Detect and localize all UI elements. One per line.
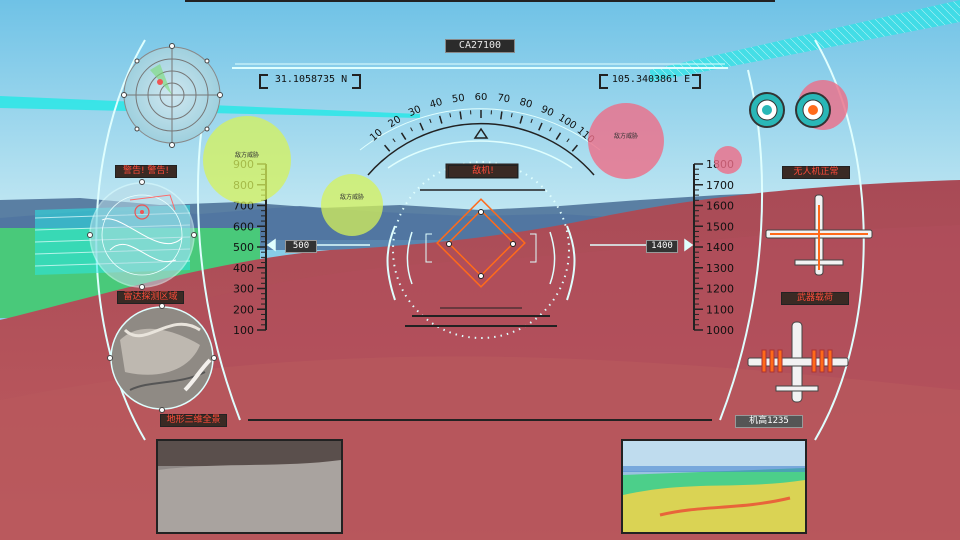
speed-value-box: 500 (285, 240, 317, 253)
compass-tick (400, 132, 407, 140)
compass-label: 80 (518, 97, 533, 111)
camera-view-left (156, 439, 343, 534)
altitude-pointer (590, 238, 694, 252)
ladder-label: 1200 (706, 283, 734, 296)
ladder-label: 1000 (706, 324, 734, 337)
compass-tick (555, 132, 562, 140)
enemy-alert-text: 敌机! (448, 165, 518, 178)
compass-label: 70 (497, 93, 511, 106)
aircraft-altitude-readout: 机高1235 (735, 415, 803, 428)
compass-minor-tick (449, 113, 452, 118)
speed-ladder: 900800700600500400300200100 (233, 158, 267, 337)
compass-minor-tick (549, 127, 552, 132)
ladder-label: 200 (233, 303, 254, 316)
compass-tick (438, 115, 443, 124)
longitude-readout: 105.3403861 E (611, 74, 691, 85)
weapon-payload-label: 武器载荷 (781, 292, 849, 305)
warning-label: 警告! 警告! (115, 165, 177, 178)
compass-tick (384, 144, 391, 152)
altitude-value-box: 1400 (646, 240, 678, 253)
terrain-panorama-label: 地形三维全景 (160, 414, 227, 427)
altitude-ladder: 180017001600150014001300120011001000 (693, 158, 734, 337)
threat-label-2: 敌方威胁 (340, 193, 364, 201)
compass-label: 40 (429, 97, 444, 111)
compass-label: 90 (539, 104, 555, 119)
compass-minor-tick (530, 118, 533, 123)
heading-caret (473, 127, 489, 139)
central-reticle (386, 161, 576, 339)
compass-minor-tick (510, 113, 513, 118)
threat-label-1: 敌方威胁 (235, 151, 259, 159)
ladder-label: 500 (233, 241, 254, 254)
compass-arc (367, 122, 595, 176)
ladder-label: 300 (233, 283, 254, 296)
ladder-label: 1600 (706, 200, 734, 213)
ladder-label: 1400 (706, 241, 734, 254)
ladder-label: 1500 (706, 220, 734, 233)
terrain-3d-globe (107, 303, 217, 413)
uav-top-view (765, 194, 873, 276)
compass-label: 30 (407, 104, 423, 119)
speed-pointer (266, 238, 370, 252)
compass-tick (571, 144, 578, 152)
compass-label: 60 (475, 92, 488, 103)
status-gauges (749, 92, 831, 128)
threat-label-3: 敌方威胁 (614, 132, 638, 140)
camera-view-right (621, 439, 807, 534)
compass-tick (500, 111, 503, 120)
ladder-label: 1700 (706, 179, 734, 192)
compass-minor-tick (566, 138, 570, 143)
laser-beam-right (650, 0, 960, 82)
threat-zones (203, 80, 848, 236)
detection-map (87, 179, 197, 290)
ladder-label: 400 (233, 262, 254, 275)
compass-tick (419, 122, 424, 131)
radar-scope (121, 43, 223, 148)
compass-minor-tick (410, 127, 413, 132)
ladder-label: 100 (233, 324, 254, 337)
callsign-display: CA27100 (445, 39, 515, 53)
ladder-label: 1100 (706, 303, 734, 316)
uav-status-label: 无人机正常 (782, 166, 850, 179)
uav-weapons-view (747, 321, 849, 403)
compass-tick (459, 111, 462, 120)
hud-frame (95, 39, 865, 441)
ladder-label: 1300 (706, 262, 734, 275)
compass-label: 50 (451, 93, 465, 106)
compass-tick (538, 122, 543, 131)
coord-brackets (259, 74, 701, 89)
compass-tick (519, 115, 524, 124)
ladder-label: 600 (233, 220, 254, 233)
compass-minor-tick (392, 138, 396, 143)
compass-minor-tick (429, 118, 432, 123)
latitude-readout: 31.1058735 N (274, 74, 348, 85)
detection-area-label: 雷达探测区域 (117, 291, 184, 304)
